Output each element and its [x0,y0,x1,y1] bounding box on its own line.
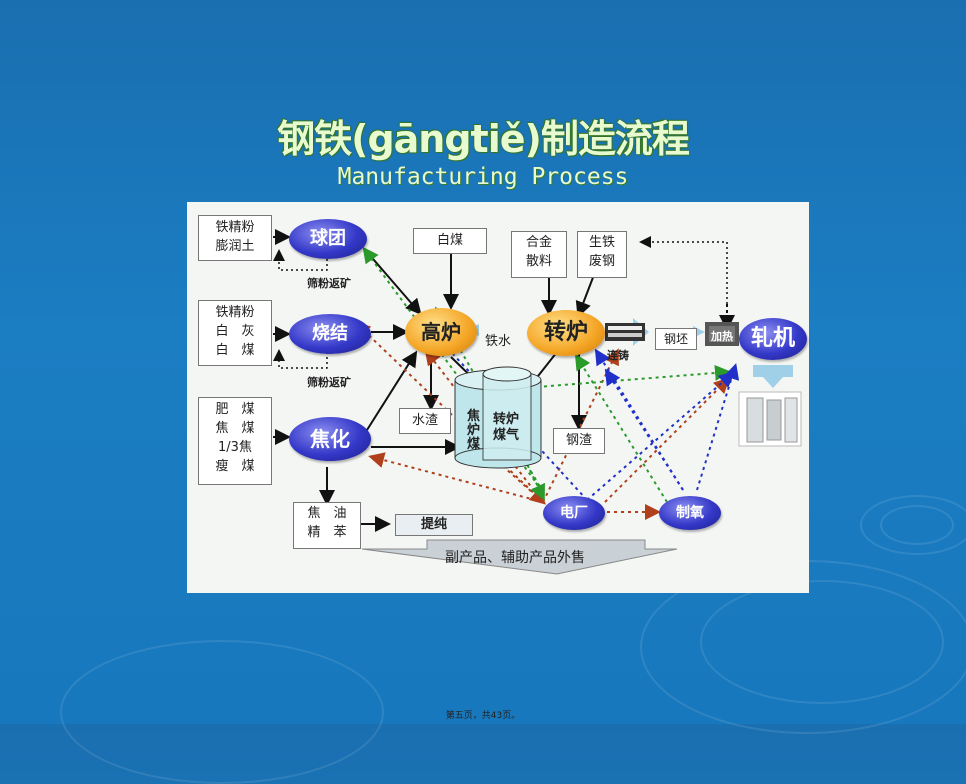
gas-char: 煤 [467,437,481,452]
converter-gas-label: 转炉 煤气 [493,412,519,444]
input-material: 1/3焦 [218,440,252,455]
rolling-mill: 轧机 [739,318,807,360]
blast-furnace: 高炉 [405,308,477,356]
continuous-caster-icon [605,323,645,341]
white-coal-box: 白煤 [413,228,487,254]
input-material: 瘦 煤 [215,459,255,474]
water-ripple-decoration [860,495,966,555]
sinter-input-box: 铁精粉 白 灰 白 煤 [198,300,272,366]
coking-process: 焦化 [289,417,371,461]
coking-input-box: 肥 煤 焦 煤 1/3焦 瘦 煤 [198,397,272,485]
gas-char: 炉 [467,423,481,438]
molten-iron-label: 铁水 [485,334,512,349]
screen-return-label: 筛粉返矿 [307,277,351,290]
manufacturing-flow-diagram: 铁精粉 膨润土 铁精粉 白 灰 白 煤 肥 煤 焦 煤 1/3焦 瘦 煤 白煤 … [187,202,809,593]
input-material: 生铁 [588,235,615,250]
pellet-process: 球团 [289,219,367,259]
input-material: 铁精粉 [215,220,255,235]
sinter-process: 烧结 [289,314,371,354]
gas-text: 转炉 [493,412,520,427]
gas-char: 焦 [467,409,481,424]
slide-subtitle: Manufacturing Process [337,164,629,190]
heating-furnace-icon [705,322,739,346]
pellet-input-box: 铁精粉 膨润土 [198,215,272,261]
flow-arrows [273,229,802,575]
gas-holder-icon [454,366,542,469]
billet-label: 钢坯 [655,328,697,350]
oxygen-plant: 制氧 [659,496,721,530]
gas-text: 煤气 [493,428,520,443]
coal-tar-box: 焦 油 精 苯 [293,502,361,549]
input-material: 肥 煤 [215,402,255,417]
continuous-casting-label: 连铸 [607,349,629,362]
input-material: 膨润土 [215,239,255,254]
input-material: 废钢 [588,254,615,269]
alloy-box: 合金 散料 [511,231,567,278]
byproduct-item: 焦 油 [307,506,347,521]
steel-coil-icon [738,391,802,447]
input-material: 焦 煤 [215,421,255,436]
screen-return-label: 筛粉返矿 [307,376,351,389]
steel-slag-box: 钢渣 [553,428,605,454]
byproduct-item: 精 苯 [307,525,347,540]
input-material: 白 煤 [215,343,255,358]
coke-oven-gas-label: 焦 炉 煤 [467,410,481,452]
refine-box: 提纯 [395,514,473,536]
converter: 转炉 [527,310,605,356]
input-material: 散料 [525,254,552,269]
water-slag-box: 水渣 [399,408,451,434]
heating-label: 加热 [711,330,733,343]
input-material: 白 灰 [215,324,255,339]
slide-title: 钢铁(gāngtiě)制造流程 [277,117,690,161]
power-plant: 电厂 [543,496,605,530]
input-material: 铁精粉 [215,305,255,320]
pigiron-scrap-box: 生铁 废钢 [577,231,627,278]
page-footer: 第五页，共43页。 [445,711,521,721]
input-material: 合金 [525,235,552,250]
byproducts-label: 副产品、辅助产品外售 [445,550,585,566]
